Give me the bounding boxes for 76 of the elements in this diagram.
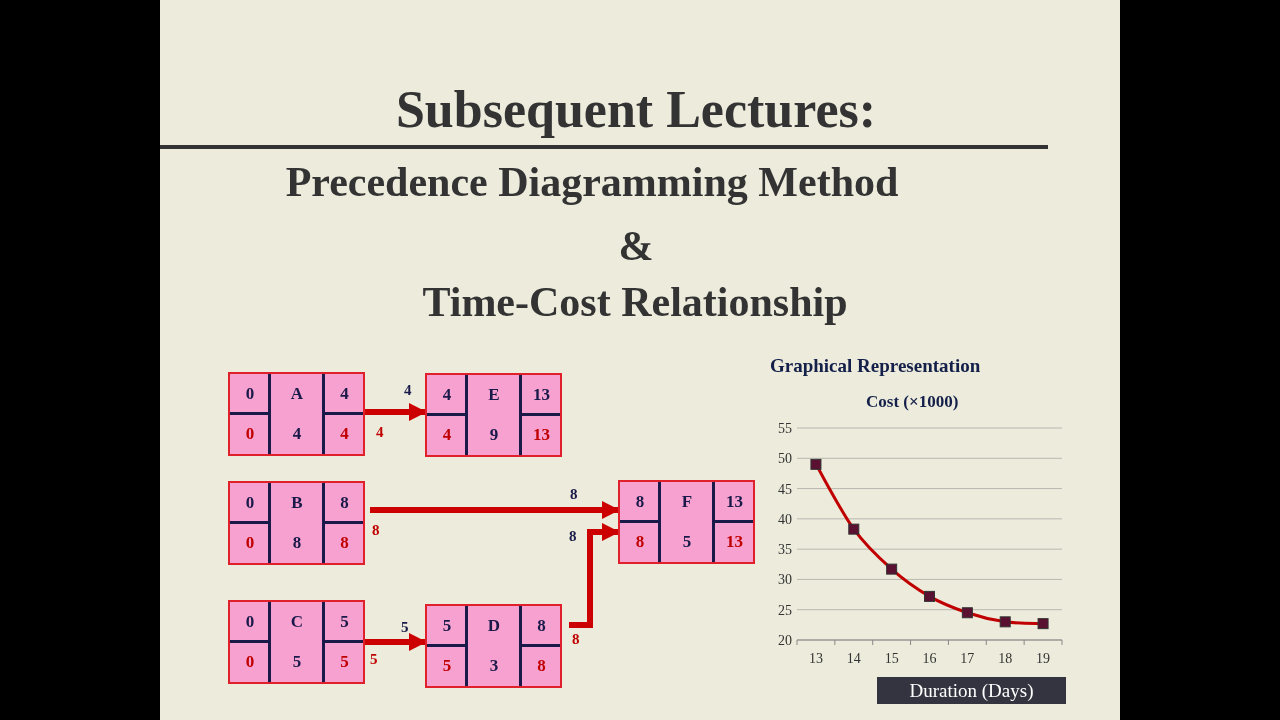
chart-title: Graphical Representation bbox=[770, 355, 981, 377]
time-value: 4 bbox=[441, 425, 453, 445]
arrow bbox=[365, 633, 427, 651]
duration-value: 5 bbox=[681, 532, 693, 552]
activity-box bbox=[425, 604, 562, 688]
tick-label: 15 bbox=[884, 651, 899, 665]
time-value: 0 bbox=[244, 384, 256, 404]
activity-name: B bbox=[290, 493, 304, 513]
time-value: 0 bbox=[244, 652, 256, 672]
tick-label: 14 bbox=[846, 651, 861, 665]
time-value: 8 bbox=[634, 492, 646, 512]
slide-title: Subsequent Lectures: bbox=[394, 80, 878, 139]
time-value: 8 bbox=[569, 528, 577, 545]
time-value: 13 bbox=[725, 492, 744, 512]
time-value: 5 bbox=[401, 619, 409, 636]
duration-value: 8 bbox=[291, 533, 303, 553]
tick-label: 20 bbox=[778, 633, 792, 648]
time-value: 8 bbox=[536, 656, 547, 676]
duration-value: 4 bbox=[291, 424, 303, 444]
time-value: 13 bbox=[532, 385, 551, 405]
time-value: 4 bbox=[404, 382, 412, 399]
activity-name: E bbox=[487, 385, 501, 405]
time-value: 8 bbox=[570, 486, 578, 503]
subtitle: & bbox=[617, 222, 655, 270]
time-value: 4 bbox=[339, 424, 350, 444]
arrow bbox=[569, 523, 620, 628]
time-value: 8 bbox=[634, 532, 646, 552]
time-value: 8 bbox=[536, 616, 547, 636]
subtitle: Precedence Diagramming Method bbox=[284, 158, 900, 206]
time-value: 5 bbox=[441, 656, 453, 676]
activity-name: D bbox=[486, 616, 502, 636]
time-value: 5 bbox=[339, 652, 350, 672]
time-value: 0 bbox=[244, 612, 256, 632]
time-value: 5 bbox=[370, 651, 378, 668]
axis-label: Duration (Days) bbox=[877, 677, 1066, 704]
tick-label: 16 bbox=[922, 651, 937, 665]
time-value: 0 bbox=[244, 533, 256, 553]
tick-label: 17 bbox=[960, 651, 975, 665]
subtitle: Time-Cost Relationship bbox=[421, 278, 849, 326]
time-value: 5 bbox=[441, 616, 453, 636]
activity-box bbox=[425, 373, 562, 457]
tick-label: 19 bbox=[1036, 651, 1051, 665]
activity-name: C bbox=[289, 612, 305, 632]
axis-title: Cost (×1000) bbox=[866, 392, 959, 412]
activity-name: F bbox=[680, 492, 694, 512]
tick-label: 13 bbox=[808, 651, 823, 665]
time-value: 8 bbox=[339, 533, 350, 553]
time-value: 0 bbox=[244, 424, 256, 444]
time-value: 13 bbox=[725, 532, 744, 552]
duration-value: 9 bbox=[488, 425, 500, 445]
activity-name: A bbox=[289, 384, 305, 404]
tick-label: 25 bbox=[778, 602, 792, 618]
time-value: 5 bbox=[339, 612, 350, 632]
tick-label: 45 bbox=[778, 481, 792, 497]
tick-label: 50 bbox=[778, 451, 792, 467]
activity-box bbox=[228, 600, 365, 684]
duration-value: 5 bbox=[291, 652, 303, 672]
arrow bbox=[370, 501, 620, 519]
time-value: 13 bbox=[532, 425, 551, 445]
tick-label: 30 bbox=[778, 572, 792, 588]
tick-label: 18 bbox=[998, 651, 1013, 665]
tick-label: 40 bbox=[778, 511, 792, 527]
time-value: 8 bbox=[572, 631, 580, 648]
time-value: 0 bbox=[244, 493, 256, 513]
activity-box bbox=[228, 372, 365, 456]
time-value: 4 bbox=[376, 424, 384, 441]
duration-value: 3 bbox=[488, 656, 500, 676]
tick-label: 55 bbox=[778, 421, 792, 436]
time-value: 4 bbox=[339, 384, 350, 404]
time-value: 8 bbox=[339, 493, 350, 513]
time-value: 4 bbox=[441, 385, 453, 405]
arrow bbox=[365, 403, 427, 421]
tick-label: 35 bbox=[778, 542, 792, 558]
activity-box bbox=[618, 480, 755, 564]
activity-box bbox=[228, 481, 365, 565]
time-value: 8 bbox=[372, 522, 380, 539]
